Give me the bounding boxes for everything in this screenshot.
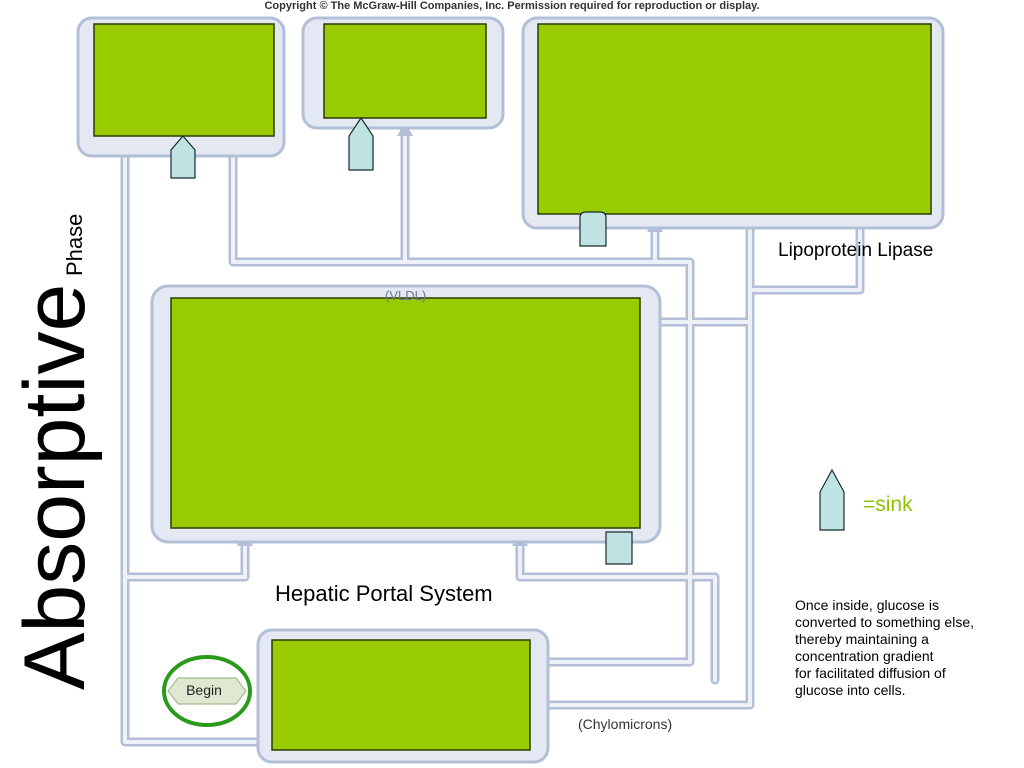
sink-legend-label: =sink <box>863 493 913 516</box>
box-top-right <box>521 16 945 230</box>
title-text: Absorptive <box>7 283 103 690</box>
sink-icon <box>579 211 607 247</box>
note-line: thereby maintaining a <box>795 631 929 647</box>
note-line: for facilitated diffusion of <box>795 665 946 681</box>
begin-marker[interactable] <box>162 655 252 727</box>
green-panel <box>271 639 531 751</box>
begin-label[interactable]: Begin <box>186 682 222 698</box>
begin-badge <box>167 677 247 705</box>
green-panel <box>537 23 932 215</box>
sink-icon <box>348 116 374 171</box>
sink-markers <box>170 116 845 565</box>
lipoprotein-lipase-label: Lipoprotein Lipase <box>778 240 934 261</box>
box-intestine <box>256 628 550 764</box>
box-top-middle <box>301 16 505 130</box>
glucose-note: Once inside, glucose is converted to som… <box>795 597 1020 699</box>
sink-icon <box>170 135 196 179</box>
hepatic-portal-label: Hepatic Portal System <box>275 581 493 606</box>
vldl-label: (VLDL) <box>385 288 427 303</box>
note-line: Once inside, glucose is <box>795 597 939 613</box>
note-line: converted to something else, <box>795 614 974 630</box>
chylomicrons-label: (Chylomicrons) <box>578 716 673 732</box>
green-panel <box>93 23 275 137</box>
green-panel <box>323 23 487 119</box>
note-line: concentration gradient <box>795 648 934 664</box>
note-line: glucose into cells. <box>795 682 906 698</box>
box-liver <box>150 284 662 544</box>
subtitle-text: Phase <box>62 213 87 276</box>
sink-legend-icon <box>819 468 845 531</box>
green-panel <box>170 297 641 529</box>
sink-icon <box>605 531 633 565</box>
pipe-portal-left <box>120 537 250 582</box>
copyright-notice: Copyright © The McGraw-Hill Companies, I… <box>264 0 760 12</box>
box-top-left <box>76 16 286 158</box>
connector-pipes-inner <box>123 130 862 744</box>
